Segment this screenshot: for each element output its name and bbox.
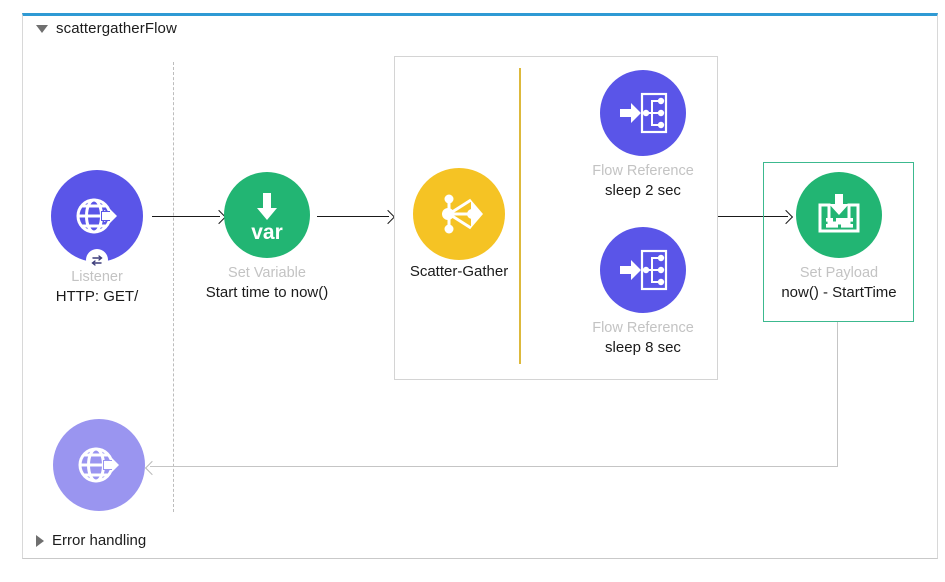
node-name-label: Scatter-Gather [409,263,509,280]
connector-return-path [150,322,838,467]
globe-arrow-icon [73,439,125,491]
scatter-gather-bubble[interactable] [413,168,505,260]
flow-reference-bubble[interactable] [600,227,686,313]
set-variable-bubble[interactable]: var [224,172,310,258]
globe-arrow-icon [71,190,123,242]
flow-reference-icon [616,246,670,294]
node-type-label: Set Variable [228,265,306,281]
flow-reference-bubble[interactable] [600,70,686,156]
node-type-label: Flow Reference [592,320,694,336]
svg-text:var: var [251,221,283,243]
flow-lifeline-divider [173,62,174,512]
node-type-label: Flow Reference [592,163,694,179]
flow-header[interactable]: scattergatherFlow [36,20,177,37]
node-name-label: Start time to now() [205,283,329,301]
node-name-label: now() - StartTime [781,283,897,301]
selection-highlight-box [763,162,914,322]
node-name-label: sleep 8 sec [605,338,681,356]
node-response[interactable] [24,419,174,518]
node-scatter-gather[interactable]: Scatter-Gather [384,168,534,281]
connector-listener-to-setvariable [152,216,220,217]
node-set-variable[interactable]: var Set Variable Start time to now() [192,172,342,302]
error-handling-header[interactable]: Error handling [36,532,146,549]
var-down-arrow-icon: var [237,187,297,243]
node-flow-reference-2[interactable]: Flow Reference sleep 8 sec [568,227,718,357]
triangle-down-icon[interactable] [36,24,48,33]
node-listener[interactable]: Listener HTTP: GET/ [22,170,172,306]
triangle-right-icon[interactable] [36,534,44,547]
connector-scattergather-to-setpayload [718,216,788,217]
node-set-payload[interactable]: Set Payload now() - StartTime [764,172,914,302]
connector-setvariable-to-scattergather [317,216,389,217]
response-bubble[interactable] [53,419,145,511]
node-type-label: Set Payload [799,265,879,281]
node-flow-reference-1[interactable]: Flow Reference sleep 2 sec [568,70,718,200]
scatter-gather-icon [431,186,487,242]
flow-title: scattergatherFlow [56,20,177,37]
flow-reference-icon [616,89,670,137]
set-payload-bubble[interactable] [796,172,882,258]
exchange-icon [86,249,108,271]
set-payload-icon [813,190,865,240]
scatter-gather-split-bar [519,68,521,364]
node-type-label: Listener [71,269,123,285]
node-name-label: HTTP: GET/ [55,287,139,305]
listener-bubble[interactable] [51,170,143,271]
error-handling-title: Error handling [52,532,147,549]
node-name-label: sleep 2 sec [605,181,681,199]
